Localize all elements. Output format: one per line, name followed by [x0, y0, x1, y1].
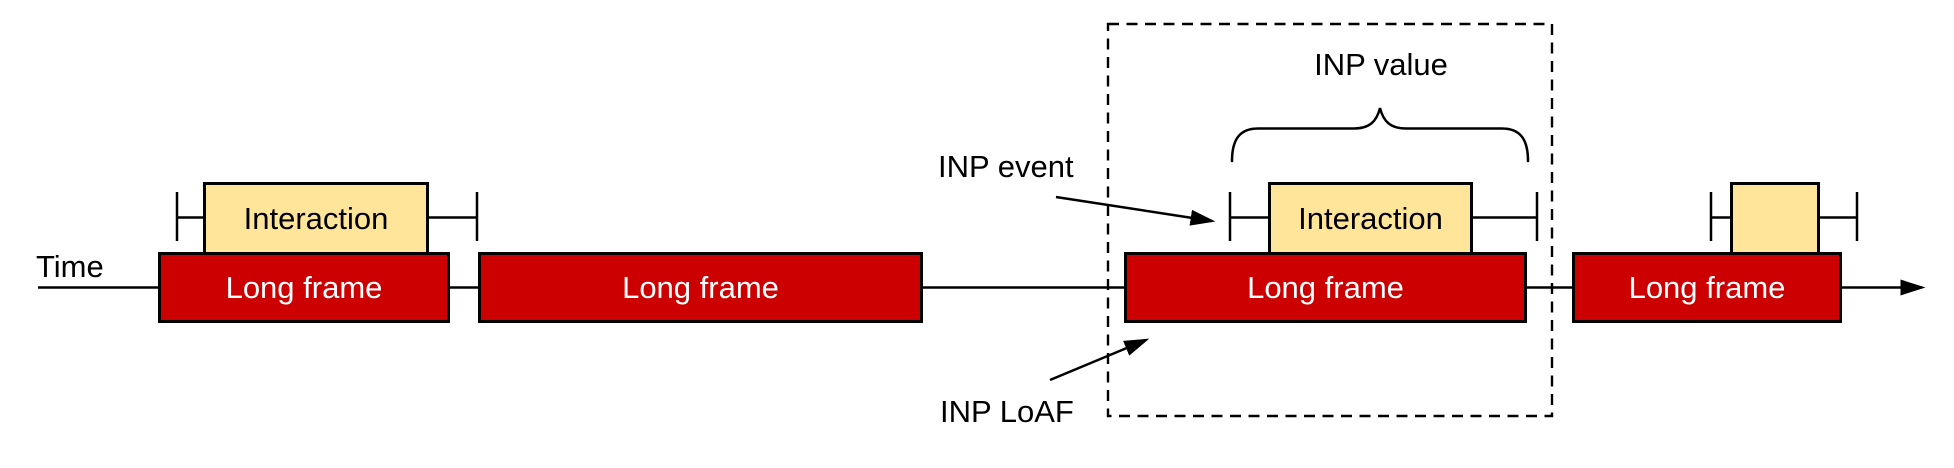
- long-frame-box-3-label: Long frame: [1247, 270, 1404, 305]
- long-frame-box-4-label: Long frame: [1628, 270, 1786, 305]
- interaction-box-2: Interaction: [1268, 182, 1473, 255]
- long-frame-box-1: Long frame: [158, 252, 450, 323]
- long-frame-box-4: Long frame: [1572, 252, 1842, 323]
- inp-event-arrow: [1055, 195, 1216, 226]
- interaction-box-2-label: Interaction: [1298, 201, 1443, 236]
- inp-value-label: INP value: [1314, 47, 1448, 82]
- long-frame-box-2-label: Long frame: [622, 270, 779, 305]
- time-axis-label: Time: [36, 249, 104, 284]
- long-frame-box-2: Long frame: [478, 252, 923, 323]
- inp-event-label: INP event: [938, 149, 1074, 184]
- interaction-box-3: [1730, 182, 1820, 255]
- inp-loaf-arrow: [1049, 338, 1150, 382]
- inp-loaf-dashed-region: [1106, 22, 1554, 418]
- interaction-box-1-label: Interaction: [243, 201, 389, 236]
- inp-loaf-label: INP LoAF: [940, 394, 1074, 429]
- long-frame-box-1-label: Long frame: [225, 270, 383, 305]
- inp-value-brace: [1230, 107, 1530, 163]
- long-frame-box-3: Long frame: [1124, 252, 1527, 323]
- interaction-box-1: Interaction: [203, 182, 429, 255]
